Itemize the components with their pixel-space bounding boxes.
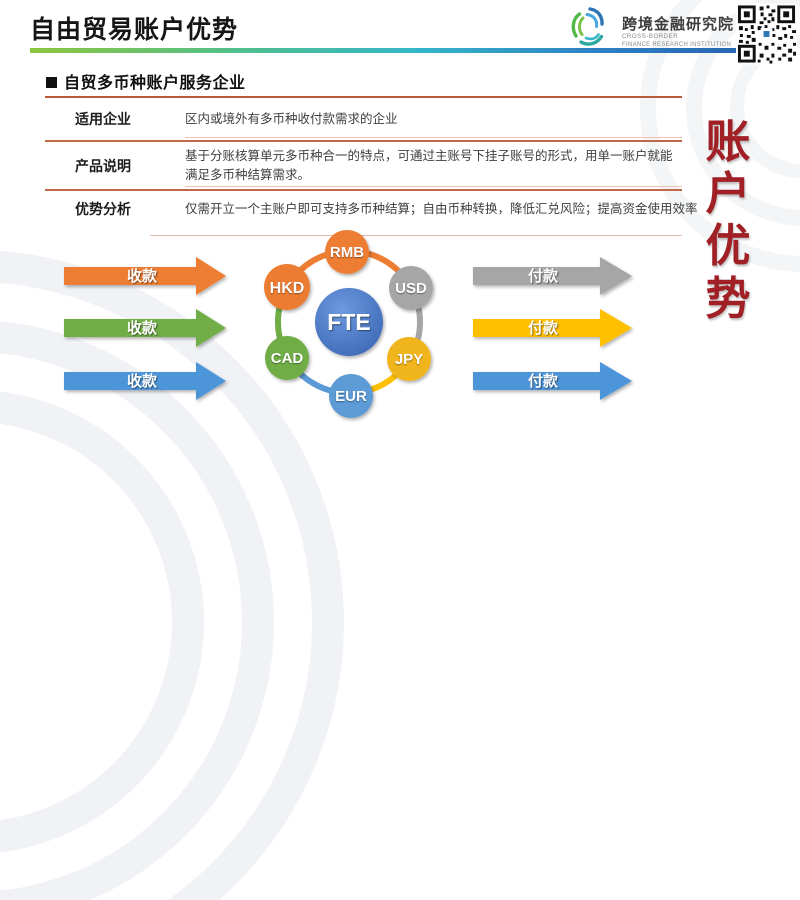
currency-node-label: USD — [395, 280, 427, 297]
account-info-table: 适用企业 区内或境外有多币种收付款需求的企业 产品说明 基于分账核算单元多币种合… — [45, 96, 698, 236]
brand-subtitle-line2: FINANCE RESEARCH INSTITUTION — [622, 42, 732, 48]
outflow-arrow-3 — [473, 362, 632, 400]
fte-center-label: FTE — [327, 309, 370, 335]
inflow-arrow-label: 收款 — [127, 372, 158, 390]
currency-node-eur — [329, 374, 373, 418]
section-bullet-icon — [46, 77, 57, 88]
outflow-arrow-label: 付款 — [528, 319, 559, 337]
outflow-arrow-1 — [473, 257, 632, 295]
row-content: 基于分账核算单元多币种合一的特点，可通过主账号下挂子账号的形式，用单一账户就能满… — [185, 148, 673, 182]
fte-currency-diagram: 收款 收款 收款 付款 付款 付款 RMB USD JPY EUR CAD HK… — [64, 230, 632, 418]
outflow-arrow-label: 付款 — [528, 267, 559, 285]
row-content: 仅需开立一个主账户即可支持多币种结算；自由币种转换，降低汇兑风险；提高资金使用效… — [185, 201, 698, 216]
inflow-arrow-label: 收款 — [127, 267, 158, 285]
currency-node-label: EUR — [335, 388, 367, 405]
currency-node-cad — [265, 336, 309, 380]
inflow-arrow-label: 收款 — [127, 319, 158, 337]
table-divider — [150, 235, 682, 236]
brand-swirl-icon — [571, 7, 604, 46]
inflow-arrow-3 — [64, 362, 226, 400]
title-underline — [30, 48, 736, 53]
currency-node-hkd — [264, 264, 310, 310]
currency-node-usd — [389, 266, 433, 310]
currency-node-label: RMB — [330, 244, 364, 261]
qr-code — [736, 3, 797, 65]
brand-subtitle-line1: CROSS-BORDER — [622, 34, 679, 40]
section-title: 自贸多币种账户服务企业 — [64, 75, 246, 92]
table-divider — [45, 137, 682, 142]
currency-node-jpy — [387, 337, 431, 381]
table-row: 优势分析 仅需开立一个主账户即可支持多币种结算；自由币种转换，降低汇兑风险；提高… — [45, 191, 698, 227]
currency-node-label: HKD — [270, 280, 305, 297]
currency-node-rmb — [325, 230, 369, 274]
inflow-arrow-1 — [64, 257, 226, 295]
outflow-arrow-label: 付款 — [528, 372, 559, 390]
table-row: 产品说明 基于分账核算单元多币种合一的特点，可通过主账号下挂子账号的形式，用单一… — [45, 142, 682, 189]
inflow-arrow-2 — [64, 309, 226, 347]
fte-center-node — [315, 288, 383, 356]
brand-name: 跨境金融研究院 — [622, 16, 735, 33]
row-label: 优势分析 — [75, 201, 131, 217]
table-divider — [45, 186, 682, 191]
page-title: 自由贸易账户优势 — [30, 16, 239, 44]
row-label: 产品说明 — [75, 157, 131, 174]
currency-node-label: JPY — [395, 351, 423, 368]
row-content: 区内或境外有多币种收付款需求的企业 — [185, 111, 398, 126]
side-vertical-title: 账户优势 — [705, 116, 751, 324]
currency-node-label: CAD — [271, 350, 304, 367]
outflow-arrow-2 — [473, 309, 632, 347]
row-label: 适用企业 — [75, 111, 131, 127]
table-row: 适用企业 区内或境外有多币种收付款需求的企业 — [45, 98, 682, 140]
